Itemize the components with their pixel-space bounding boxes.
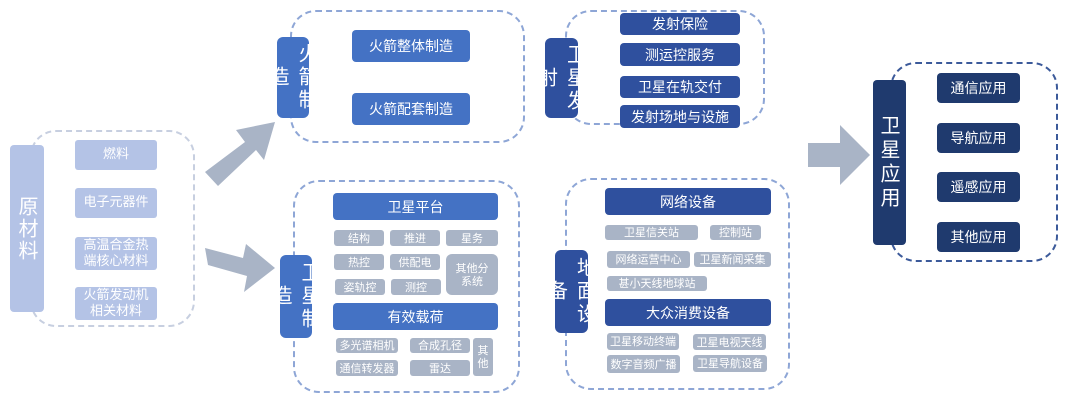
application-item: 遥感应用 [937,172,1020,202]
launch-item: 发射场地与设施 [620,105,740,128]
network-item: 卫星新闻采集 [694,252,771,267]
network-item: 控制站 [710,225,761,240]
platform-item: 热控 [334,254,384,270]
platform-item: 供配电 [390,254,440,270]
payload-item: 合成孔径 [410,338,470,353]
application-item: 其他应用 [937,222,1020,252]
rocket-item: 火箭整体制造 [352,30,470,62]
network-item: 卫星信关站 [605,225,698,240]
rocket-label: 火箭制造 [266,37,319,118]
platform-item: 结构 [334,230,384,246]
platform-item: 测控 [391,279,441,295]
arrow-up-right [205,122,275,186]
payload-item: 其他 [473,338,493,376]
satellite-manufacturing-label: 卫星制造 [269,255,322,338]
raw-item: 电子元器件 [75,188,157,218]
raw-material-label: 原材料 [10,145,44,312]
application-label: 卫星应用 [873,80,906,245]
application-item: 通信应用 [937,73,1020,103]
application-item: 导航应用 [937,123,1020,153]
payload-item: 多光谱相机 [336,338,398,353]
consumer-item: 卫星电视天线 [693,334,766,350]
payload-header: 有效载荷 [333,303,498,330]
launch-item: 发射保险 [620,13,740,35]
platform-item: 推进 [390,230,440,246]
raw-item: 火箭发动机相关材料 [75,287,157,320]
platform-item: 其他分系统 [446,254,498,295]
payload-item: 雷达 [410,360,470,376]
launch-item: 测运控服务 [620,43,740,66]
arrow-down-right [205,244,275,292]
network-item: 甚小天线地球站 [607,276,707,291]
rocket-item: 火箭配套制造 [352,93,470,125]
payload-item: 通信转发器 [336,360,398,376]
launch-item: 卫星在轨交付 [620,76,740,98]
launch-label: 卫星发射 [535,38,588,118]
platform-item: 星务 [446,230,498,246]
consumer-equipment-header: 大众消费设备 [605,299,771,326]
network-equipment-header: 网络设备 [605,188,771,215]
consumer-item: 数字音频广播 [607,355,680,373]
network-item: 网络运营中心 [607,251,690,268]
platform-item: 姿轨控 [335,279,385,295]
consumer-item: 卫星移动终端 [607,333,679,350]
raw-item: 高温合金热端核心材料 [75,237,157,270]
consumer-item: 卫星导航设备 [693,355,767,372]
ground-equipment-label: 地面设备 [545,250,598,333]
raw-item: 燃料 [75,140,157,170]
satellite-platform-header: 卫星平台 [333,193,498,220]
arrow-right [808,125,870,185]
